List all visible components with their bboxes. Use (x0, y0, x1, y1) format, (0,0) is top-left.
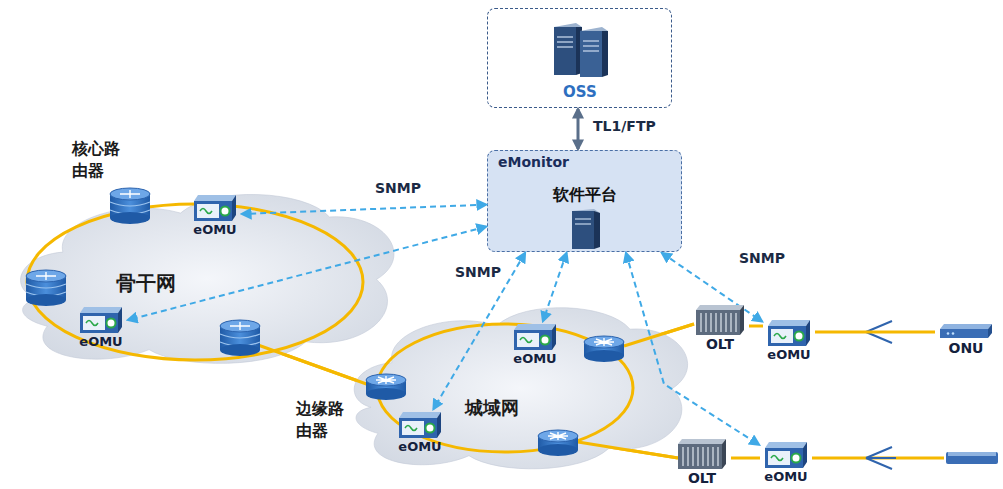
node-text: OLT (688, 470, 716, 486)
node-text: 软件平台 (553, 185, 617, 206)
node-text: eOMU (767, 348, 810, 362)
node-text: eOMU (398, 440, 441, 454)
fiber-link (749, 325, 763, 328)
management-link (577, 109, 580, 149)
eomu-device: eOMU (763, 318, 815, 362)
fiber-link (731, 457, 760, 460)
node-text: 骨干网 (116, 270, 176, 297)
network-cloud: 骨干网 eOMU eOMU (8, 178, 400, 373)
eomu-device: eOMU (75, 305, 127, 349)
router-label: 边缘路由器 (296, 398, 348, 442)
router-label: 核心路由器 (72, 138, 124, 182)
node-text: OSS (563, 83, 597, 101)
node-text: eOMU (764, 470, 807, 484)
edge-label: SNMP (452, 264, 504, 280)
eomu-device: eOMU (189, 193, 241, 237)
olt-device: OLT (691, 304, 749, 352)
node-text: eOMU (79, 335, 122, 349)
node-text: eOMU (193, 223, 236, 237)
eomu-device: eOMU (509, 322, 561, 366)
edge-label: SNMP (736, 250, 788, 266)
onu-device: ONU (935, 322, 997, 356)
eomu-device: eOMU (394, 410, 446, 454)
node-text: ONU (949, 340, 984, 356)
node-text: 城域网 (465, 396, 519, 420)
server-icon (566, 207, 602, 255)
server-icon (546, 21, 616, 83)
platform-box: eMonitor 软件平台 (487, 150, 682, 252)
edge-label: SNMP (372, 180, 424, 196)
olt-device: OLT (673, 438, 731, 486)
eomu-device: eOMU (760, 440, 812, 484)
oss-box: OSS (487, 8, 672, 108)
node-text: OLT (706, 336, 734, 352)
node-text: eOMU (513, 352, 556, 366)
fiber-link (815, 331, 935, 334)
node-text: eMonitor (498, 154, 569, 170)
edge-label: TL1/FTP (590, 118, 659, 134)
